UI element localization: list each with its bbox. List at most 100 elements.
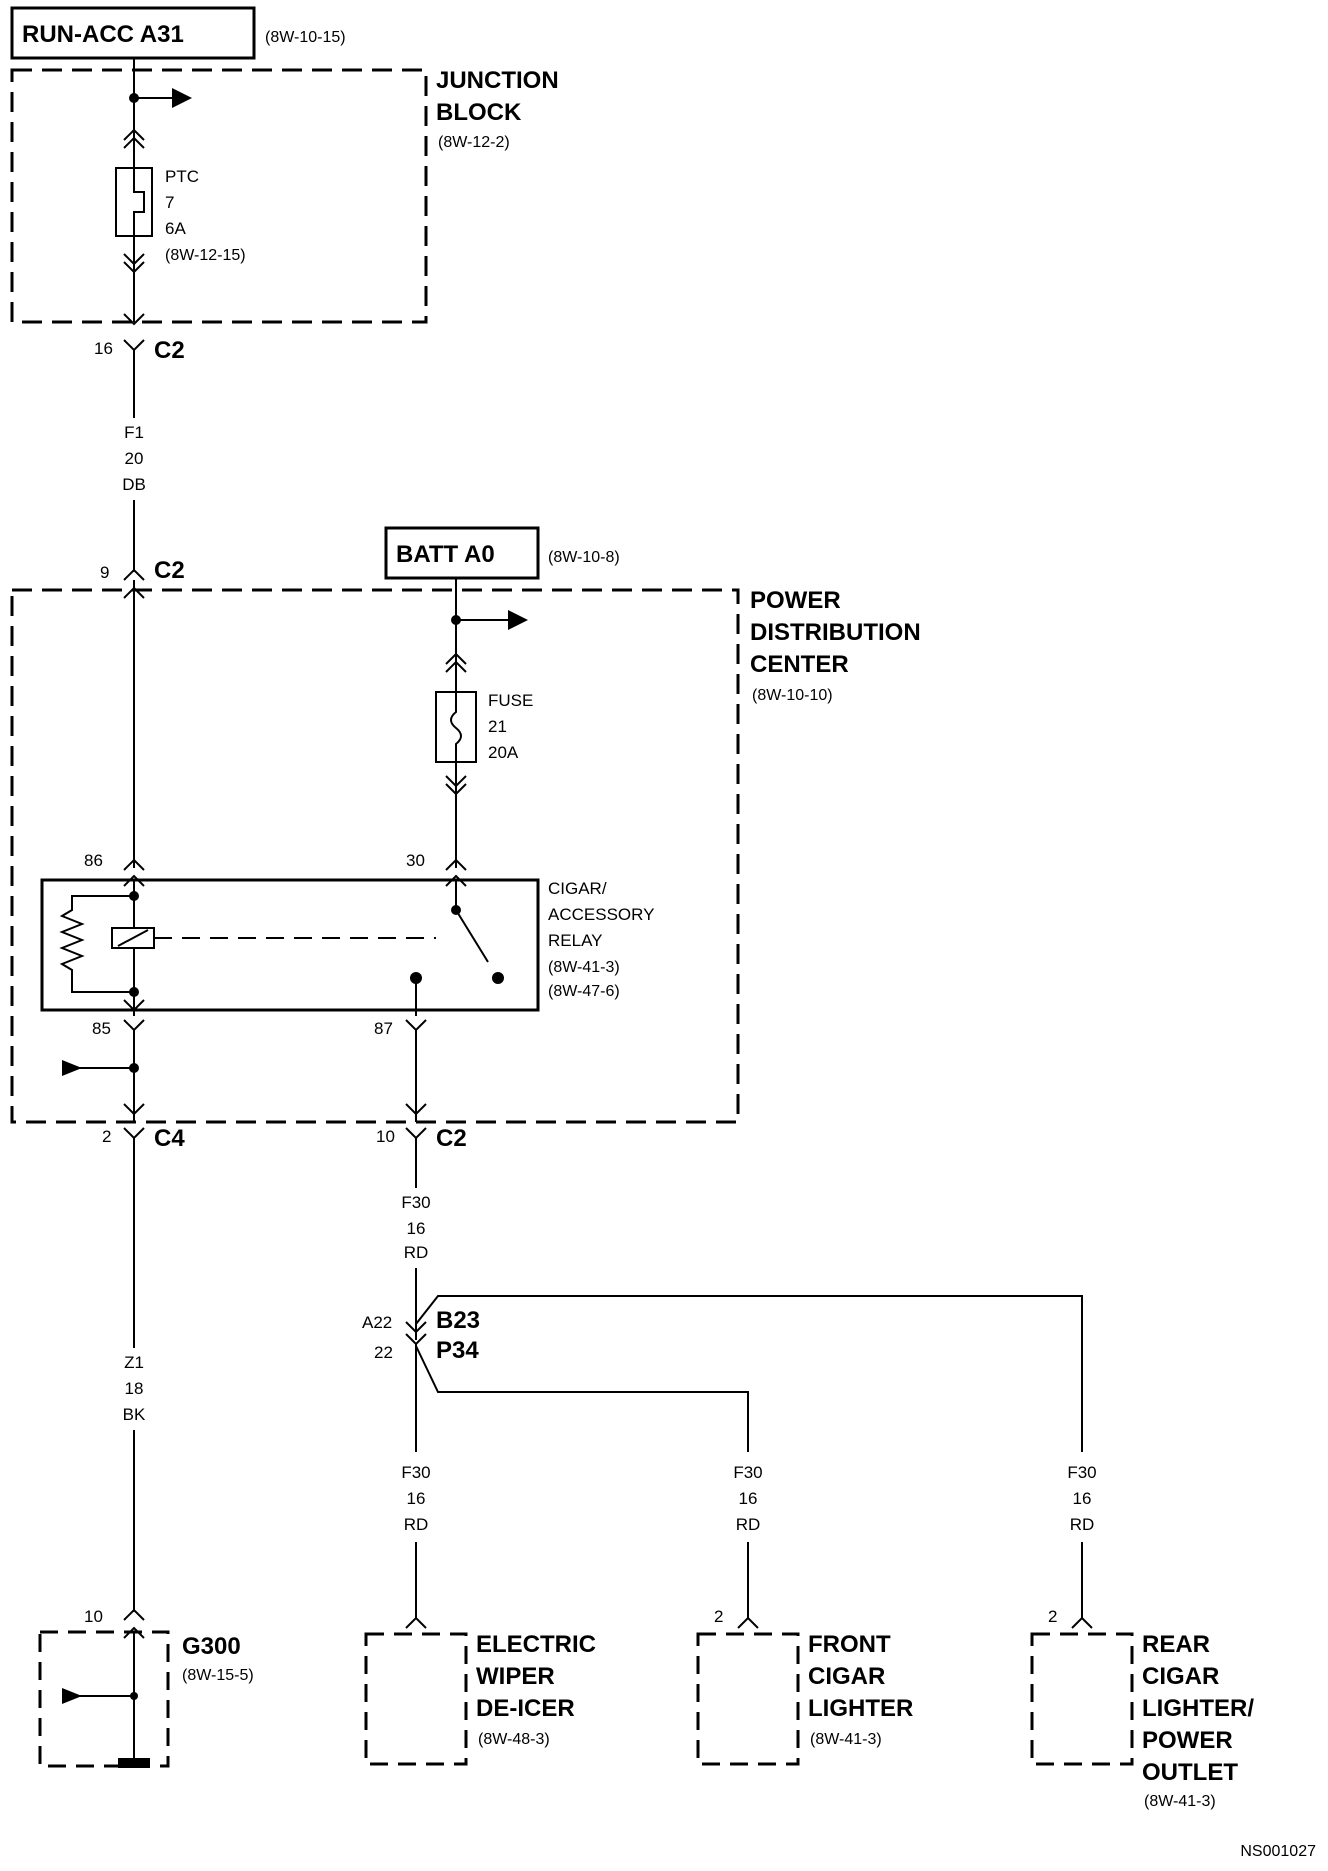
wire-f30-main-circuit: F30 <box>401 1193 430 1212</box>
wire-f30-front-circuit: F30 <box>733 1463 762 1482</box>
relay-label-2: ACCESSORY <box>548 905 654 924</box>
wire-z1-gauge: 18 <box>125 1379 144 1398</box>
front-lighter-pin: 2 <box>714 1607 723 1626</box>
relay-label-3: RELAY <box>548 931 603 950</box>
rear-cigar-lighter-power-outlet: 2 REAR CIGAR LIGHTER/ POWER OUTLET (8W-4… <box>1030 1607 1254 1810</box>
pdc-c2-in-connector: 9 C2 <box>100 557 185 584</box>
wiper-label-3: DE-ICER <box>476 1695 575 1722</box>
wire-f30-rear-label: F30 16 RD <box>1067 1463 1096 1534</box>
power-distribution-center: POWER DISTRIBUTION CENTER (8W-10-10) 86 … <box>10 578 921 1124</box>
pdc-c2-out-name: C2 <box>436 1125 467 1152</box>
jb-c2-pin: 16 <box>94 339 113 358</box>
junction-block: JUNCTION BLOCK (8W-12-2) PTC 7 6A (8W-12… <box>10 58 559 326</box>
wire-z1-label: Z1 18 BK <box>123 1353 146 1424</box>
junction-block-title-2: BLOCK <box>436 99 522 126</box>
run-acc-source: RUN-ACC A31 (8W-10-15) <box>10 6 346 60</box>
fuse-21-symbol <box>435 691 477 763</box>
front-lighter-ref: (8W-41-3) <box>810 1731 882 1748</box>
b23-pin: A22 <box>362 1313 392 1332</box>
rear-outlet-label-3: LIGHTER/ <box>1142 1695 1254 1722</box>
pdc-title-1: POWER <box>750 587 841 614</box>
b23-name: B23 <box>436 1307 480 1334</box>
run-acc-ref: (8W-10-15) <box>265 29 346 46</box>
wire-z1-color: BK <box>123 1405 146 1424</box>
b23-p34-connector: A22 B23 22 P34 <box>362 1307 480 1364</box>
relay-ref-1: (8W-41-3) <box>548 959 620 976</box>
front-cigar-lighter: 2 FRONT CIGAR LIGHTER (8W-41-3) <box>696 1607 913 1766</box>
pdc-c2-out-pin: 10 <box>376 1127 395 1146</box>
relay-pin-85: 85 <box>92 1019 111 1038</box>
ptc-label-2: 7 <box>165 193 174 212</box>
jb-c2-connector: 16 C2 <box>94 337 185 364</box>
pdc-c4-name: C4 <box>154 1125 185 1152</box>
relay-pin-30: 30 <box>406 851 425 870</box>
front-lighter-label-3: LIGHTER <box>808 1695 913 1722</box>
rear-outlet-ref: (8W-41-3) <box>1144 1793 1216 1810</box>
jb-c2-name: C2 <box>154 337 185 364</box>
wire-f30-wiper-color: RD <box>404 1515 429 1534</box>
p34-name: P34 <box>436 1337 479 1364</box>
rear-outlet-label-1: REAR <box>1142 1631 1210 1658</box>
wire-f30-wiper-label: F30 16 RD <box>401 1463 430 1534</box>
relay-pin-86: 86 <box>84 851 103 870</box>
junction-block-title-1: JUNCTION <box>436 67 559 94</box>
wiper-label-1: ELECTRIC <box>476 1631 596 1658</box>
relay-ref-2: (8W-47-6) <box>548 983 620 1000</box>
p34-pin: 22 <box>374 1343 393 1362</box>
wire-z1-circuit: Z1 <box>124 1353 144 1372</box>
wire-f30-rear-circuit: F30 <box>1067 1463 1096 1482</box>
wire-f30-wiper-circuit: F30 <box>401 1463 430 1482</box>
junction-block-ref: (8W-12-2) <box>438 134 510 151</box>
wire-f1-gauge: 20 <box>125 449 144 468</box>
electric-wiper-de-icer: ELECTRIC WIPER DE-ICER (8W-48-3) <box>364 1616 596 1766</box>
pdc-c2-out-connector: 10 C2 <box>376 1125 467 1152</box>
pdc-ref: (8W-10-10) <box>752 687 833 704</box>
relay-label-1: CIGAR/ <box>548 879 607 898</box>
figure-id: NS001027 <box>1240 1843 1316 1860</box>
rear-outlet-pin: 2 <box>1048 1607 1057 1626</box>
fuse-label-2: 21 <box>488 717 507 736</box>
wire-f30-main-gauge: 16 <box>407 1219 426 1238</box>
pdc-c4-pin: 2 <box>102 1127 111 1146</box>
g300-pin: 10 <box>84 1607 103 1626</box>
g300-label: G300 <box>182 1633 241 1660</box>
ptc-7-symbol <box>115 167 153 237</box>
front-lighter-label-2: CIGAR <box>808 1663 885 1690</box>
wire-f1-color: DB <box>122 475 146 494</box>
ptc-label-3: 6A <box>165 219 186 238</box>
pdc-c4-connector: 2 C4 <box>102 1125 185 1152</box>
wire-f30-front-label: F30 16 RD <box>733 1463 762 1534</box>
rear-outlet-label-4: POWER <box>1142 1727 1233 1754</box>
wire-f30-front-gauge: 16 <box>739 1489 758 1508</box>
batt-ref: (8W-10-8) <box>548 549 620 566</box>
fuse-label-3: 20A <box>488 743 519 762</box>
g300-ground: 10 G300 (8W-15-5) <box>38 1607 254 1768</box>
g300-ref: (8W-15-5) <box>182 1667 254 1684</box>
fuse-label-1: FUSE <box>488 691 533 710</box>
pdc-title-2: DISTRIBUTION <box>750 619 921 646</box>
ptc-ref: (8W-12-15) <box>165 247 246 264</box>
front-lighter-label-1: FRONT <box>808 1631 891 1658</box>
wire-f30-front-color: RD <box>736 1515 761 1534</box>
wire-f30-main-label: F30 16 RD <box>401 1193 430 1262</box>
relay-pin-87: 87 <box>374 1019 393 1038</box>
wire-f30-wiper-gauge: 16 <box>407 1489 426 1508</box>
run-acc-label: RUN-ACC A31 <box>22 21 184 48</box>
wire-f30-main-color: RD <box>404 1243 429 1262</box>
rear-outlet-label-2: CIGAR <box>1142 1663 1219 1690</box>
wire-f1-circuit: F1 <box>124 423 144 442</box>
wire-f1-label: F1 20 DB <box>122 423 146 494</box>
wiper-ref: (8W-48-3) <box>478 1731 550 1748</box>
pdc-title-3: CENTER <box>750 651 849 678</box>
cigar-accessory-relay <box>40 874 540 1016</box>
wire-f30-rear-color: RD <box>1070 1515 1095 1534</box>
batt-label: BATT A0 <box>396 541 495 568</box>
ptc-label-1: PTC <box>165 167 199 186</box>
rear-outlet-label-5: OUTLET <box>1142 1759 1238 1786</box>
batt-source: BATT A0 (8W-10-8) <box>384 526 620 580</box>
pdc-c2-in-name: C2 <box>154 557 185 584</box>
wire-f30-rear-gauge: 16 <box>1073 1489 1092 1508</box>
wiper-label-2: WIPER <box>476 1663 555 1690</box>
